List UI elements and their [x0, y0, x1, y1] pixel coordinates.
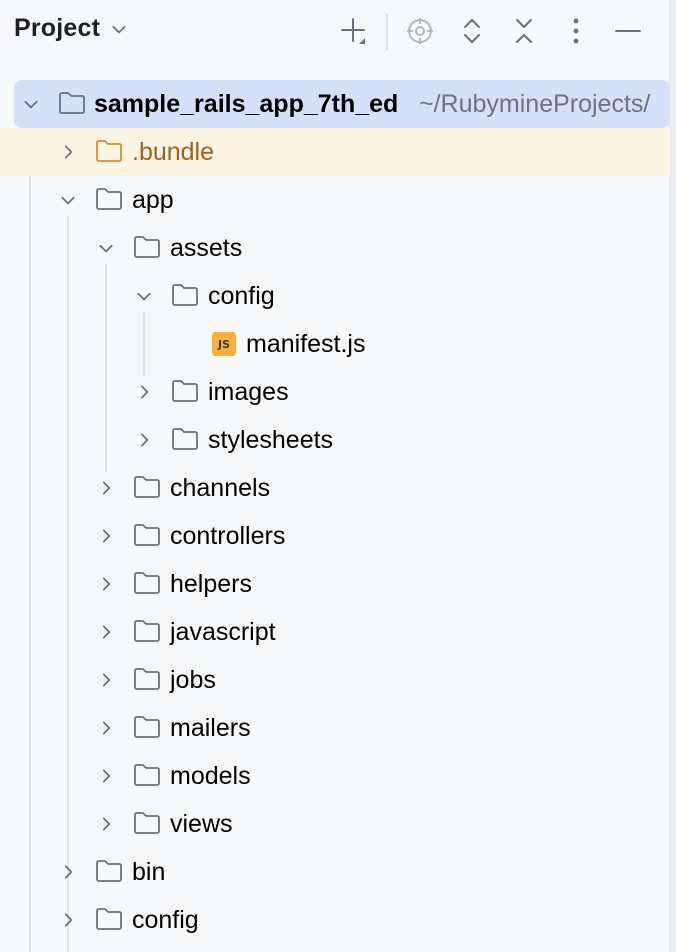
tree-item-config[interactable]: config: [0, 896, 670, 944]
folder-icon: [172, 380, 198, 402]
chevron-right-icon[interactable]: [135, 383, 153, 401]
chevron-down-icon[interactable]: [22, 95, 40, 113]
chevron-right-icon[interactable]: [97, 527, 115, 545]
chevron-down-icon[interactable]: [97, 239, 115, 257]
tree-item-assets-config[interactable]: config: [0, 272, 670, 320]
folder-icon: [134, 476, 160, 498]
folder-icon: [172, 284, 198, 306]
tree-item-views[interactable]: views: [0, 800, 670, 848]
tree-item-channels[interactable]: channels: [0, 464, 670, 512]
folder-icon: [96, 860, 122, 882]
chevron-down-icon: [112, 25, 126, 33]
chevron-right-icon[interactable]: [97, 575, 115, 593]
add-icon: [341, 18, 365, 44]
folder-icon: [134, 524, 160, 546]
chevron-right-icon[interactable]: [59, 911, 77, 929]
project-tool-window-header: Project: [0, 0, 670, 64]
tree-root-row[interactable]: sample_rails_app_7th_ed ~/RubymineProjec…: [14, 80, 670, 128]
tree-item-helpers[interactable]: helpers: [0, 560, 670, 608]
tree-item-label: .bundle: [132, 138, 215, 166]
tree-item-label: app: [132, 186, 174, 214]
expand-all-button[interactable]: [453, 12, 491, 50]
tree-item-label: config: [132, 906, 199, 934]
chevron-right-icon[interactable]: [135, 431, 153, 449]
tree-item-label: helpers: [170, 570, 252, 598]
indent-guide: [29, 168, 31, 952]
toolbar-separator: [386, 14, 388, 50]
tree-item-label: manifest.js: [246, 330, 366, 358]
chevron-right-icon[interactable]: [97, 671, 115, 689]
tree-item-label: mailers: [170, 714, 251, 742]
add-button[interactable]: [336, 12, 374, 50]
tree-item-bin[interactable]: bin: [0, 848, 670, 896]
chevron-right-icon[interactable]: [59, 863, 77, 881]
folder-icon: [134, 236, 160, 258]
indent-guide: [143, 312, 145, 376]
chevron-down-icon[interactable]: [135, 287, 153, 305]
tree-item-label: channels: [170, 474, 271, 502]
collapse-all-icon: [516, 19, 532, 43]
tree-item-mailers[interactable]: mailers: [0, 704, 670, 752]
tree-item-label: models: [170, 762, 251, 790]
tree-item-images[interactable]: images: [0, 368, 670, 416]
folder-icon: [134, 572, 160, 594]
folder-icon: [96, 188, 122, 210]
excluded-folder-icon: [96, 140, 122, 162]
chevron-right-icon[interactable]: [97, 767, 115, 785]
tree-item-label: views: [170, 810, 233, 838]
chevron-right-icon[interactable]: [97, 815, 115, 833]
folder-icon: [134, 620, 160, 642]
chevron-right-icon[interactable]: [97, 719, 115, 737]
tool-window-title: Project: [14, 14, 101, 42]
root-path: ~/RubymineProjects/: [419, 90, 651, 118]
folder-icon: [134, 668, 160, 690]
folder-icon: [59, 92, 85, 114]
more-options-button[interactable]: [557, 12, 595, 50]
tree-item-bundle[interactable]: .bundle: [0, 128, 670, 176]
indent-guide: [105, 264, 107, 472]
tree-item-label: images: [208, 378, 289, 406]
tree-item-label: config: [208, 282, 275, 310]
chevron-right-icon[interactable]: [97, 479, 115, 497]
folder-icon: [134, 812, 160, 834]
tree-item-jobs[interactable]: jobs: [0, 656, 670, 704]
chevron-right-icon[interactable]: [97, 623, 115, 641]
tree-item-app[interactable]: app: [0, 176, 670, 224]
hide-button[interactable]: [609, 12, 647, 50]
chevron-down-icon[interactable]: [59, 191, 77, 209]
more-options-icon: [573, 18, 579, 44]
locate-button[interactable]: [401, 12, 439, 50]
view-selector[interactable]: Project: [14, 14, 128, 43]
tree-item-label: jobs: [170, 666, 216, 694]
indent-guide: [67, 216, 69, 952]
tree-item-assets[interactable]: assets: [0, 224, 670, 272]
tree-item-models[interactable]: models: [0, 752, 670, 800]
javascript-file-icon: JS: [212, 332, 236, 356]
chevron-right-icon[interactable]: [59, 143, 77, 161]
tree-item-label: assets: [170, 234, 243, 262]
hide-icon: [615, 30, 641, 32]
tree-item-label: javascript: [170, 618, 276, 646]
tree-item-label: bin: [132, 858, 166, 886]
folder-icon: [134, 716, 160, 738]
expand-all-icon: [464, 19, 480, 43]
tree-item-manifest-js[interactable]: JS manifest.js: [0, 320, 670, 368]
tree-item-controllers[interactable]: controllers: [0, 512, 670, 560]
root-name: sample_rails_app_7th_ed: [94, 90, 399, 118]
locate-icon: [407, 18, 433, 44]
collapse-all-button[interactable]: [505, 12, 543, 50]
tree-item-stylesheets[interactable]: stylesheets: [0, 416, 670, 464]
scrollbar-track[interactable]: [669, 0, 676, 952]
folder-icon: [172, 428, 198, 450]
folder-icon: [96, 908, 122, 930]
tree-item-label: controllers: [170, 522, 286, 550]
tree-item-label: stylesheets: [208, 426, 334, 454]
folder-icon: [134, 764, 160, 786]
tree-item-javascript[interactable]: javascript: [0, 608, 670, 656]
